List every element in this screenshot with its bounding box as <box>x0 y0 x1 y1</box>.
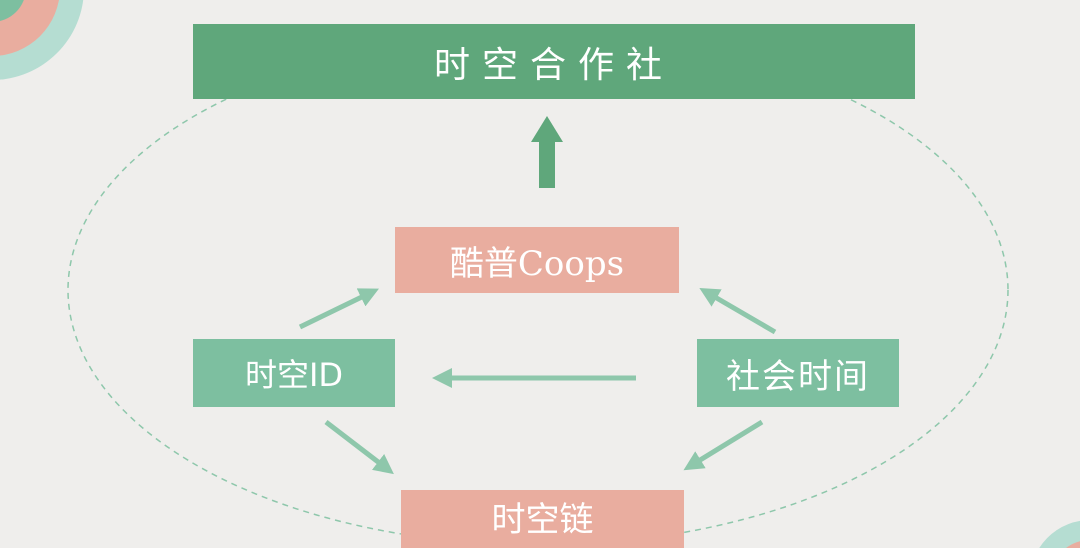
arrow-social-to-chain <box>683 419 764 471</box>
title-box: 时空合作社 <box>193 24 915 99</box>
corner-decoration-top-left <box>0 0 84 80</box>
arrow-social-to-coops <box>699 287 777 335</box>
node-spacetime-chain: 时空链 <box>401 490 684 548</box>
node-coops-label: 酷普Coops <box>449 243 625 284</box>
arrow-id-to-chain <box>324 420 394 475</box>
up-arrow <box>531 116 563 188</box>
node-spacetime-chain-label: 时空链 <box>491 500 594 540</box>
node-coops: 酷普Coops <box>395 227 679 293</box>
node-social-time: 社会时间 <box>697 339 899 407</box>
node-spacetime-id-label: 时空ID <box>244 356 344 394</box>
arrow-id-to-coops <box>298 288 379 330</box>
node-spacetime-id: 时空ID <box>193 339 395 407</box>
title-text: 时空合作社 <box>433 44 674 86</box>
dashed-ellipse <box>67 34 1009 546</box>
corner-decoration-bottom-right <box>1039 520 1080 548</box>
node-social-time-label: 社会时间 <box>726 356 870 397</box>
